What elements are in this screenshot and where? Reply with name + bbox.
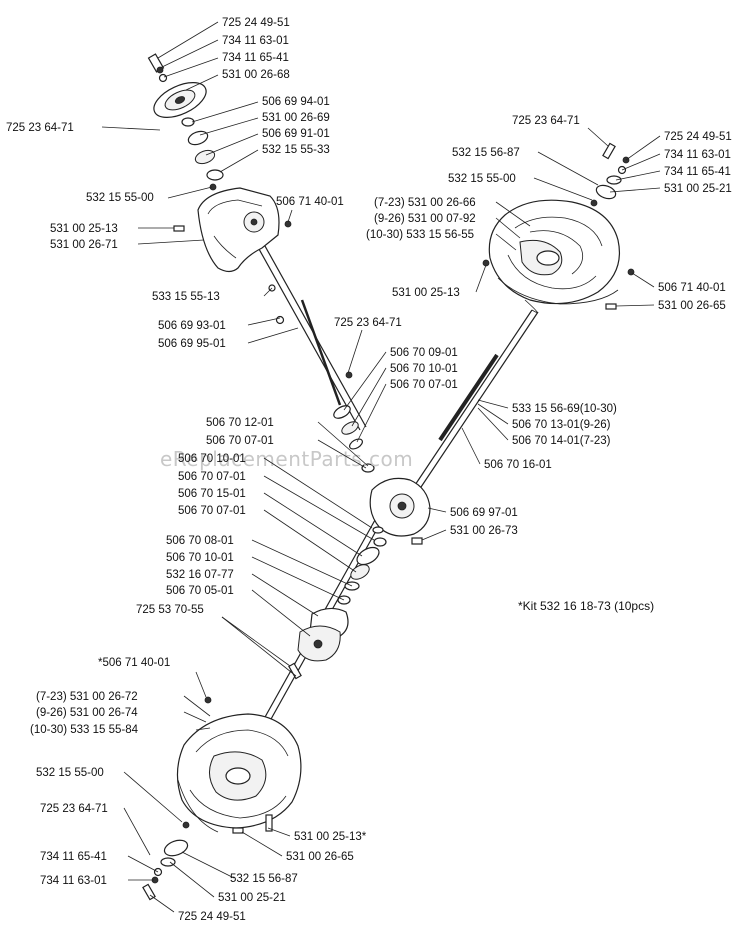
part-label: 506 70 16-01 xyxy=(484,459,552,471)
bottom-pulley-parts xyxy=(142,821,190,901)
part-label: 532 15 55-00 xyxy=(448,173,516,185)
part-label: 532 15 56-87 xyxy=(452,147,520,159)
part-label: (10-30) 533 15 56-55 xyxy=(366,229,474,241)
part-label: 532 15 55-00 xyxy=(36,767,104,779)
part-label: 506 70 15-01 xyxy=(178,488,246,500)
part-label: 725 23 64-71 xyxy=(40,803,108,815)
part-label: 532 16 07-77 xyxy=(166,569,234,581)
part-label: 532 15 56-87 xyxy=(230,873,298,885)
part-label: 506 71 40-01 xyxy=(276,196,344,208)
part-label: 531 00 26-69 xyxy=(262,112,330,124)
part-label: 531 00 25-21 xyxy=(218,892,286,904)
part-label: 506 69 94-01 xyxy=(262,96,330,108)
part-label: (9-26) 531 00 26-74 xyxy=(36,707,138,719)
part-label: 506 70 13-01(9-26) xyxy=(512,419,611,431)
part-label: (9-26) 531 00 07-92 xyxy=(374,213,476,225)
center-gear-housing xyxy=(369,477,431,547)
part-label: 506 70 07-01 xyxy=(206,435,274,447)
part-label: 725 23 64-71 xyxy=(512,115,580,127)
part-label: *506 71 40-01 xyxy=(98,657,170,669)
bottom-impeller-housing xyxy=(176,696,302,834)
part-label: 734 11 65-41 xyxy=(222,52,289,64)
part-label: 531 00 26-73 xyxy=(450,525,518,537)
part-label: (7-23) 531 00 26-66 xyxy=(374,197,476,209)
part-label: 506 70 10-01 xyxy=(390,363,458,375)
part-label: 506 69 95-01 xyxy=(158,338,226,350)
part-label: 725 24 49-51 xyxy=(222,17,290,29)
exploded-view-drawing xyxy=(142,53,635,901)
leader-lines xyxy=(101,21,661,913)
part-label: 506 70 05-01 xyxy=(166,585,234,597)
part-label: 506 70 07-01 xyxy=(178,471,246,483)
part-label: 532 15 55-00 xyxy=(86,192,154,204)
kit-note: *Kit 532 16 18-73 (10pcs) xyxy=(518,599,654,613)
top-right-pulley-parts xyxy=(590,142,630,207)
part-label: 725 23 64-71 xyxy=(334,317,402,329)
part-label: 725 24 49-51 xyxy=(178,911,246,923)
part-label: 506 70 07-01 xyxy=(390,379,458,391)
part-label: 506 70 10-01 xyxy=(166,552,234,564)
part-label: 506 70 12-01 xyxy=(206,417,274,429)
part-label: 531 00 26-68 xyxy=(222,69,290,81)
part-label: 532 15 55-33 xyxy=(262,144,330,156)
part-number-labels: 725 24 49-51 734 11 63-01 734 11 65-41 5… xyxy=(6,17,732,923)
part-label: 506 70 10-01 xyxy=(178,453,246,465)
part-label: 531 00 25-13 xyxy=(50,223,118,235)
part-label: 506 71 40-01 xyxy=(658,282,726,294)
part-label: 734 11 65-41 xyxy=(40,851,107,863)
part-label: 734 11 63-01 xyxy=(222,35,289,47)
part-label: 533 15 55-13 xyxy=(152,291,220,303)
part-label: 531 00 25-13* xyxy=(294,831,367,843)
part-label: 725 23 64-71 xyxy=(6,122,74,134)
part-label: 531 00 25-21 xyxy=(664,183,732,195)
part-label: 531 00 26-65 xyxy=(658,300,726,312)
part-label: 506 70 07-01 xyxy=(178,505,246,517)
watermark-text: eReplacementParts.com xyxy=(160,447,413,471)
part-label: (7-23) 531 00 26-72 xyxy=(36,691,138,703)
part-label: 531 00 25-13 xyxy=(392,287,460,299)
part-label: 531 00 26-71 xyxy=(50,239,118,251)
part-label: 725 24 49-51 xyxy=(664,131,732,143)
part-label: 506 69 97-01 xyxy=(450,507,518,519)
part-label: 734 11 63-01 xyxy=(40,875,107,887)
part-label: 533 15 56-69(10-30) xyxy=(512,403,617,415)
part-label: 506 70 09-01 xyxy=(390,347,458,359)
part-label: 531 00 26-65 xyxy=(286,851,354,863)
part-label: 506 70 08-01 xyxy=(166,535,234,547)
top-right-impeller-housing xyxy=(482,199,635,313)
top-pulley-assembly xyxy=(147,53,224,191)
part-label: 506 70 14-01(7-23) xyxy=(512,435,611,447)
part-label: (10-30) 533 15 55-84 xyxy=(30,724,139,736)
part-label: 506 69 91-01 xyxy=(262,128,330,140)
top-gear-housing xyxy=(173,187,292,273)
lower-gear-stack xyxy=(288,546,380,680)
part-label: 725 53 70-55 xyxy=(136,604,204,616)
part-label: 734 11 65-41 xyxy=(664,166,731,178)
part-label: 734 11 63-01 xyxy=(664,149,731,161)
part-label: 506 69 93-01 xyxy=(158,320,226,332)
